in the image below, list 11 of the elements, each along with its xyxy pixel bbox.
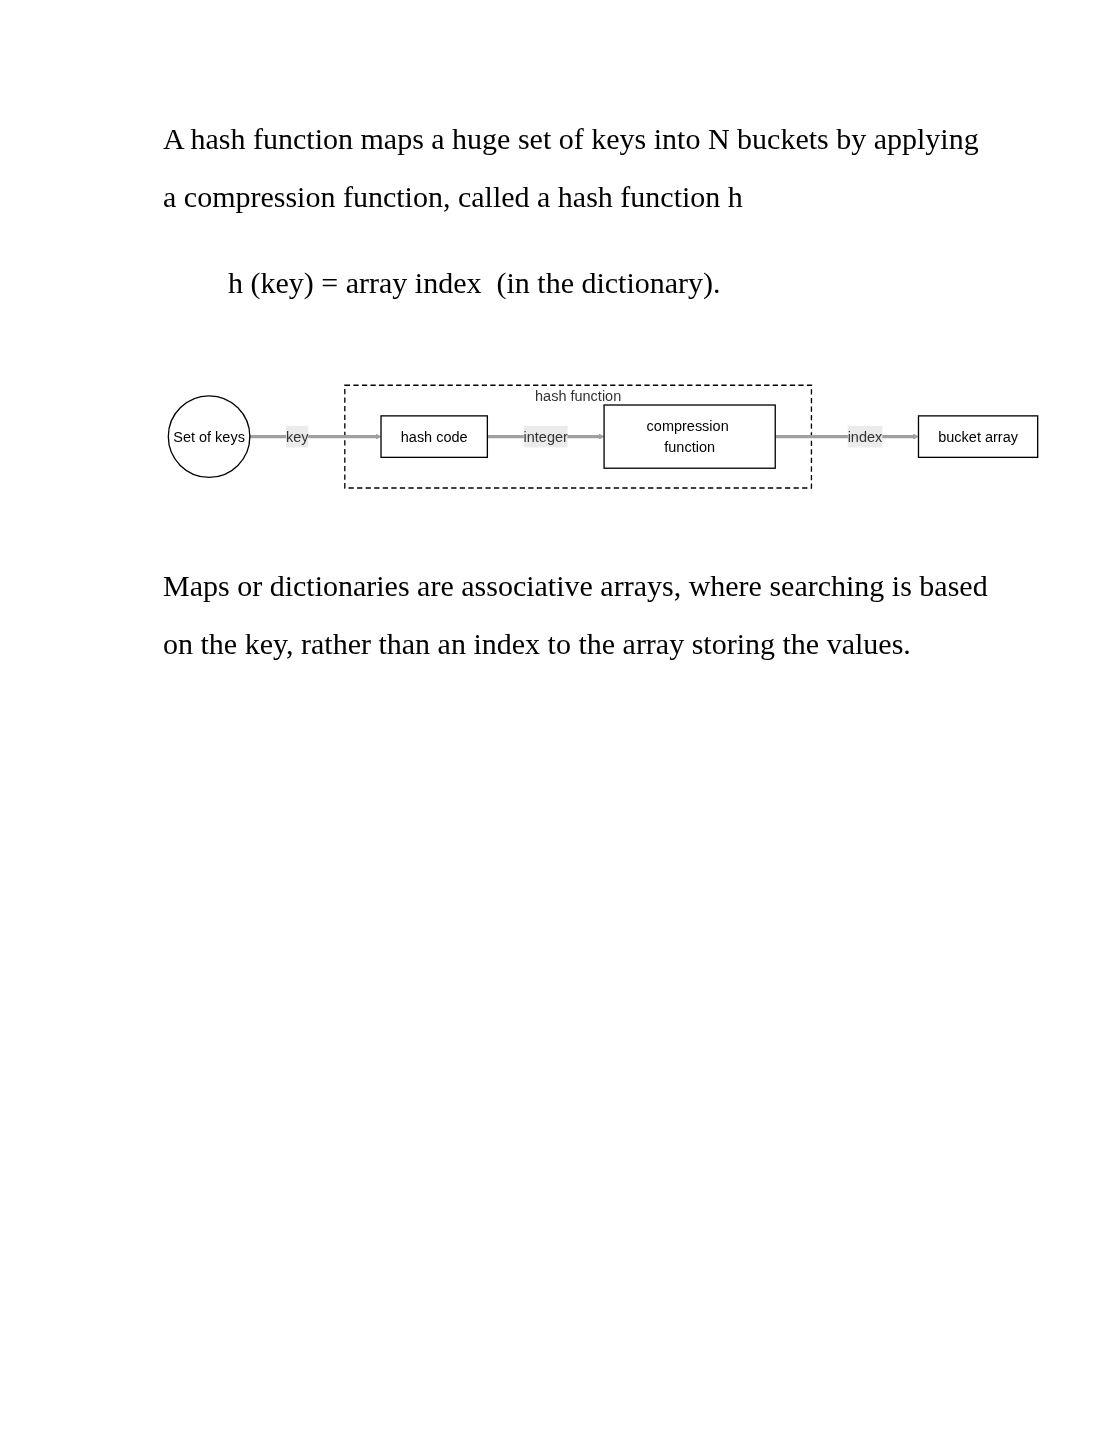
node-circle: Set of keys (167, 395, 251, 479)
edge-label: key (286, 428, 309, 445)
paragraph: A hash function maps a huge set of keys into N buckets by applying a compression function, called a hash function h (163, 121, 980, 215)
node-box: hash code (380, 415, 489, 458)
arrow (249, 433, 382, 440)
edge-label: integer (523, 428, 568, 445)
formula-text: h (key) = array index (in the dictionary). (228, 266, 722, 300)
paragraph: Maps or dictionaries are associative arrays, where searching is based on the key, rather than an index to the array storing the values. (163, 568, 989, 663)
node-box: bucket array (917, 415, 1039, 458)
edge-label: index (847, 428, 883, 445)
node-box: compression function (603, 404, 776, 469)
